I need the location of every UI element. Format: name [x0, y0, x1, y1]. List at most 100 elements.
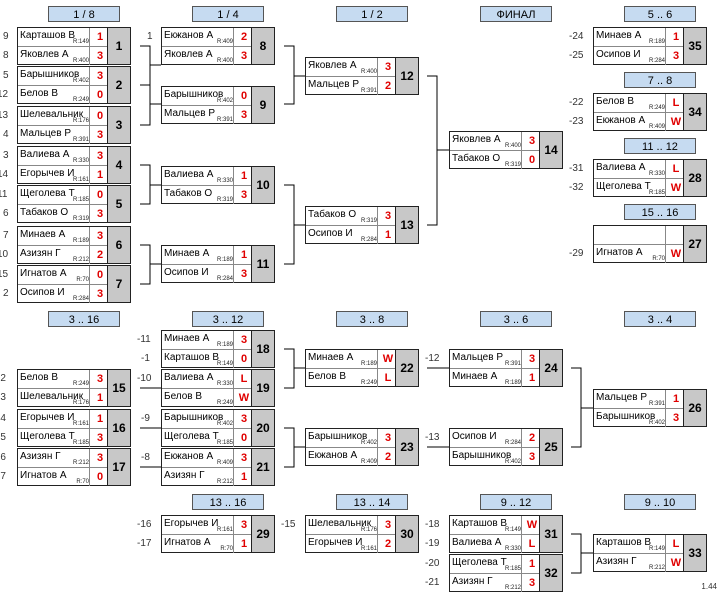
seed-label: -17	[137, 538, 152, 549]
seed-label: -10	[137, 373, 152, 384]
player-score: 3	[89, 227, 110, 245]
player-score: 3	[89, 205, 110, 223]
player-score: 3	[233, 449, 254, 467]
match-number: 24	[539, 350, 562, 386]
round-header: 13 .. 16	[192, 494, 264, 510]
seed-label: -29	[569, 248, 584, 259]
player-rating: R:249	[71, 97, 89, 103]
match-number: 9	[251, 87, 274, 123]
player-score: W	[665, 113, 686, 131]
player-name: Барышников	[164, 412, 224, 423]
player-rating: R:330	[647, 171, 665, 177]
player-rating: R:330	[215, 381, 233, 387]
player-rating: R:176	[71, 400, 89, 406]
seed-label: 12	[0, 89, 9, 100]
match-number: 34	[683, 94, 706, 130]
player-score: W	[377, 350, 398, 368]
round-header: ФИНАЛ	[480, 6, 552, 22]
seed-label: -13	[425, 432, 440, 443]
player-rating: R:319	[359, 218, 377, 224]
player-name: Егорычев И	[20, 412, 75, 423]
player-rating: R:319	[215, 197, 233, 203]
player-rating: R:402	[71, 78, 89, 84]
player-rating: R:212	[71, 257, 89, 263]
player-name: Белов В	[20, 88, 59, 99]
player-score: 1	[233, 246, 254, 264]
player-name: Егорычев И	[20, 168, 75, 179]
round-header: 13 .. 14	[336, 494, 408, 510]
round-header: 3 .. 16	[48, 311, 120, 327]
player-name: Егорычев И	[164, 518, 219, 529]
player-name: Мальцев Р	[164, 108, 215, 119]
player-rating: R:176	[71, 118, 89, 124]
seed-label: 10	[0, 249, 9, 260]
player-score: W	[665, 554, 686, 572]
match-number: 28	[683, 160, 706, 196]
player-rating: R:402	[215, 98, 233, 104]
match-number: 17	[107, 449, 130, 485]
round-header: 3 .. 6	[480, 311, 552, 327]
match-number: 16	[107, 410, 130, 446]
player-rating: R:212	[71, 460, 89, 466]
seed-label: -23	[569, 116, 584, 127]
player-rating: R:409	[647, 124, 665, 130]
match-number: 33	[683, 535, 706, 571]
player-name: Белов В	[308, 371, 347, 382]
match-number: 14	[539, 132, 562, 168]
player-name: Белов В	[20, 372, 59, 383]
player-name: Белов В	[596, 96, 635, 107]
player-score: 3	[377, 58, 398, 76]
player-score: 3	[89, 285, 110, 303]
player-rating: R:400	[71, 58, 89, 64]
match-number: 32	[539, 555, 562, 591]
player-score: W	[665, 245, 686, 263]
player-score: 1	[89, 410, 110, 428]
player-score: 3	[377, 429, 398, 447]
